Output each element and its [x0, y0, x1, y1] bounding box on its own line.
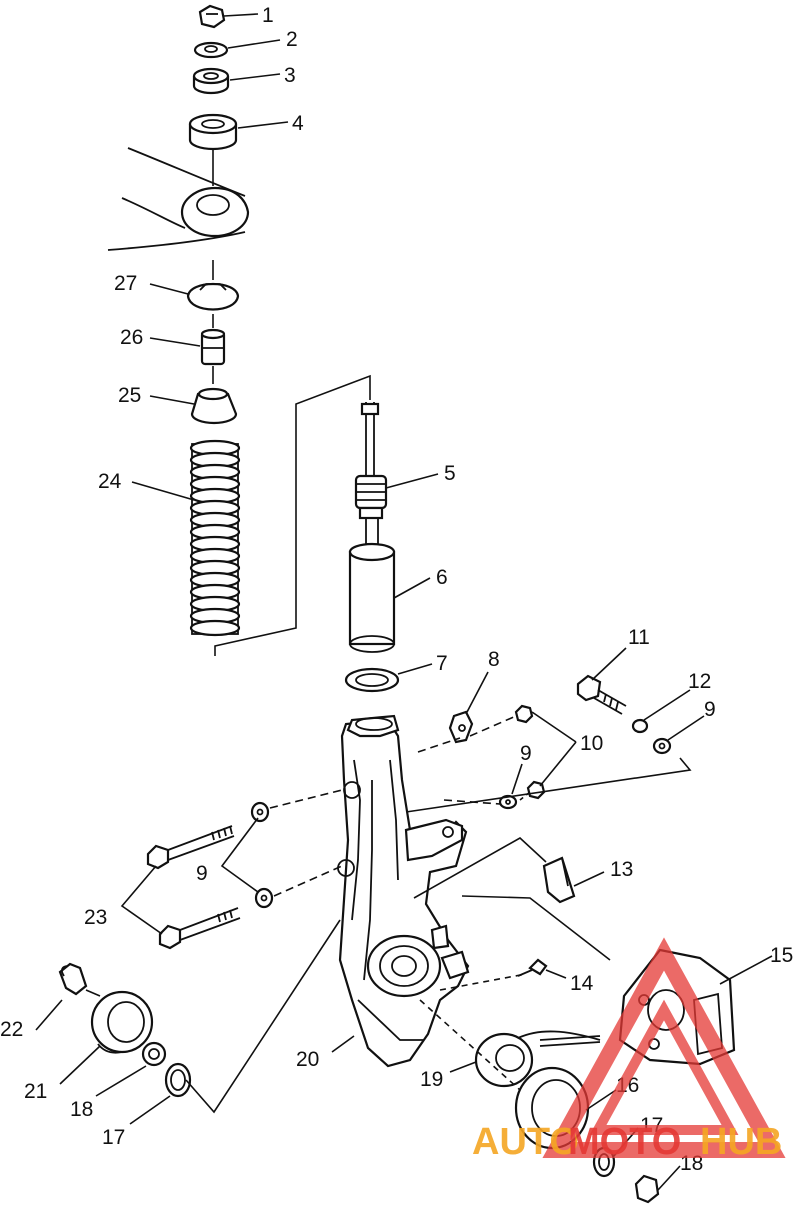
callout-9-left: 9	[196, 862, 208, 885]
watermark-text-hub: HUB	[700, 1121, 782, 1163]
callout-19: 19	[420, 1068, 443, 1091]
part-23-bolt-lower	[158, 907, 241, 950]
part-9-washer-left-upper	[250, 801, 270, 823]
callout-2: 2	[286, 28, 298, 51]
part-18-nut-right	[634, 1174, 660, 1204]
callout-8: 8	[488, 648, 500, 671]
callout-9-upper: 9	[520, 742, 532, 765]
watermark-triangle-inner	[589, 999, 739, 1135]
callout-21: 21	[24, 1080, 47, 1103]
part-4-mount	[188, 113, 238, 151]
part-9-washer-left-lower	[254, 887, 274, 909]
frame-tower	[107, 147, 250, 251]
callout-17-left: 17	[102, 1126, 125, 1149]
part-17-washer-left	[164, 1062, 192, 1098]
callout-25: 25	[118, 384, 141, 407]
part-7-washer	[344, 667, 400, 693]
callout-13: 13	[610, 858, 633, 881]
part-12-washer	[631, 718, 649, 734]
callout-5: 5	[444, 462, 456, 485]
part-24-coil-spring	[189, 439, 241, 637]
callout-26: 26	[120, 326, 143, 349]
part-8-bracket	[448, 710, 474, 744]
part-9-washer-right	[652, 737, 672, 755]
part-14-screw	[517, 958, 548, 977]
part-20-steering-knuckle	[337, 714, 470, 1068]
callout-7: 7	[436, 652, 448, 675]
part-23-bolt-upper	[146, 825, 235, 870]
callout-4: 4	[292, 112, 304, 135]
callout-24: 24	[98, 470, 122, 493]
callout-20: 20	[296, 1048, 319, 1071]
callout-1: 1	[262, 4, 274, 27]
callout-18-left: 18	[70, 1098, 93, 1121]
watermark-text-moto: MOTO	[568, 1121, 681, 1163]
part-21-seal	[90, 990, 154, 1054]
part-9-washer-upper	[498, 794, 518, 810]
callout-15: 15	[770, 944, 793, 967]
spring-coil-turn	[189, 619, 241, 637]
part-3-bushing	[192, 67, 230, 95]
part-22-grease-fitting	[58, 962, 101, 997]
callout-10: 10	[580, 732, 603, 755]
watermark-text: AUTO MOTO HUB	[472, 1121, 782, 1163]
part-27-bump-stop	[186, 283, 240, 311]
watermark-text-auto: AUTO	[472, 1121, 579, 1163]
callout-labels: 1 2 3 4 27 26 25 24 5 6 7 8 9 10 11 12 9…	[0, 4, 793, 1175]
part-25-spring-seat	[190, 387, 238, 425]
callout-12: 12	[688, 670, 711, 693]
part-19-spacer	[474, 1032, 534, 1088]
part-18-nut-left	[141, 1041, 167, 1067]
part-26-jam-nut	[200, 328, 226, 366]
part-6-shock-body	[348, 542, 396, 653]
part-11-bolt	[576, 674, 627, 715]
part-10-nut-upper	[514, 704, 534, 724]
callout-9-right: 9	[704, 698, 716, 721]
part-2-washer	[193, 41, 229, 59]
callout-3: 3	[284, 64, 296, 87]
callout-6: 6	[436, 566, 448, 589]
watermark-logo	[542, 937, 786, 1158]
callout-22: 22	[0, 1018, 23, 1041]
callout-14: 14	[570, 972, 594, 995]
callout-27: 27	[114, 272, 137, 295]
part-5-shock-rod	[354, 402, 388, 548]
watermark-triangle-outer	[542, 937, 786, 1158]
part-13-wedge	[542, 856, 576, 904]
callout-23: 23	[84, 906, 107, 929]
part-1-nut	[198, 4, 226, 29]
callout-11: 11	[628, 626, 650, 649]
